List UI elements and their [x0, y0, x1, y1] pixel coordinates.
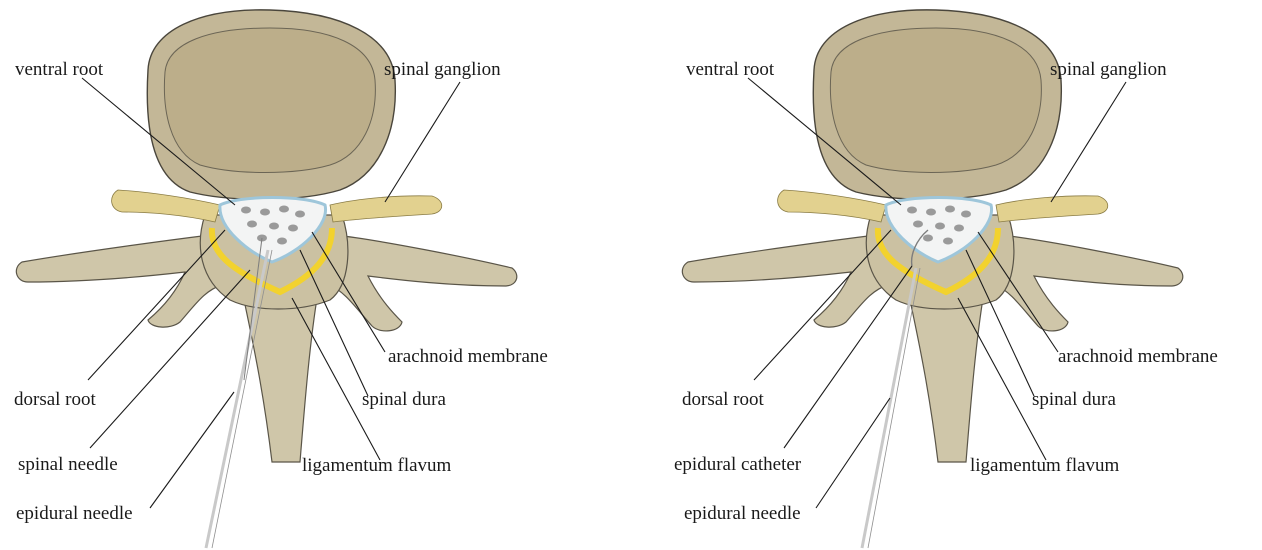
- label-spinal-needle: spinal needle: [18, 454, 118, 475]
- left-transverse-process: [16, 235, 222, 327]
- spinous-process: [908, 290, 984, 462]
- epidural-needle: [862, 268, 916, 548]
- label-spinal-ganglion: spinal ganglion: [384, 59, 501, 80]
- epidural-needle-edge: [868, 268, 920, 548]
- right-transverse-process: [996, 235, 1183, 331]
- label-arachnoid-membrane: arachnoid membrane: [388, 346, 548, 367]
- label-epidural-catheter: epidural catheter: [674, 454, 802, 475]
- label-dorsal-root: dorsal root: [14, 389, 97, 410]
- label-dorsal-root: dorsal root: [682, 389, 765, 410]
- panel-epidural-catheter: ventral root spinal ganglion arachnoid m…: [674, 10, 1218, 548]
- panel-spinal-anesthesia: ventral root spinal ganglion arachnoid m…: [14, 10, 548, 548]
- label-epidural-needle: epidural needle: [16, 503, 133, 524]
- label-arachnoid-membrane: arachnoid membrane: [1058, 346, 1218, 367]
- label-ligamentum-flavum: ligamentum flavum: [302, 455, 452, 476]
- label-spinal-ganglion: spinal ganglion: [1050, 59, 1167, 80]
- vertebral-body-inner: [830, 28, 1041, 173]
- label-ventral-root: ventral root: [15, 59, 104, 80]
- label-spinal-dura: spinal dura: [1032, 389, 1116, 410]
- label-ventral-root: ventral root: [686, 59, 775, 80]
- label-spinal-dura: spinal dura: [362, 389, 446, 410]
- label-epidural-needle: epidural needle: [684, 503, 801, 524]
- left-transverse-process: [682, 235, 888, 327]
- label-ligamentum-flavum: ligamentum flavum: [970, 455, 1120, 476]
- right-transverse-process: [330, 235, 517, 331]
- vertebral-body-inner: [164, 28, 375, 173]
